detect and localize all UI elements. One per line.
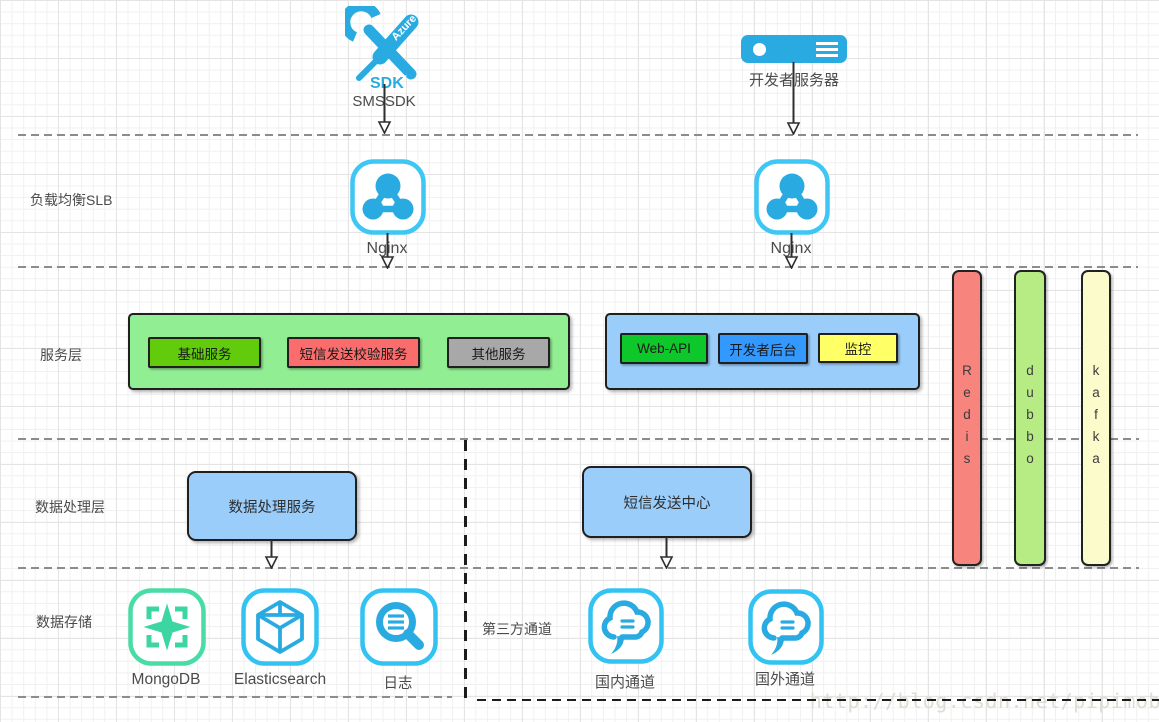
middleware-bar-redis: Redis — [952, 270, 982, 566]
layer-divider-4 — [18, 567, 1139, 569]
service-sms-verify: 短信发送校验服务 — [287, 337, 420, 368]
layer-divider-3 — [18, 438, 1139, 440]
third-party-bottom-divider — [477, 699, 1159, 702]
domestic-channel-label: 国内通道 — [594, 674, 655, 691]
server-vent-line — [816, 48, 838, 51]
arrow-processing-to-storage — [264, 540, 279, 569]
data-processing-service-box: 数据处理服务 — [187, 471, 357, 541]
service-other-label: 其他服务 — [471, 346, 526, 362]
service-dev-console: 开发者后台 — [718, 333, 808, 364]
service-other: 其他服务 — [447, 337, 550, 368]
elasticsearch-icon — [241, 588, 319, 666]
log-label: 日志 — [383, 676, 413, 692]
service-web-api: Web-API — [620, 333, 708, 364]
middleware-bar-dubbo: dubbo — [1014, 270, 1046, 566]
service-web-api-label: Web-API — [637, 341, 691, 356]
vertical-divider — [464, 440, 467, 700]
service-basic: 基础服务 — [148, 337, 261, 368]
elasticsearch-label: Elasticsearch — [233, 671, 327, 688]
arrow-server-to-slb — [786, 62, 801, 135]
layer-divider-5 — [18, 696, 452, 698]
layer-label-third-party: 第三方通道 — [482, 621, 552, 637]
arrow-sdk-to-slb — [377, 84, 392, 134]
layer-label-processing: 数据处理层 — [35, 499, 105, 515]
foreign-channel-label: 国外通道 — [754, 671, 815, 688]
service-monitor-label: 监控 — [844, 342, 872, 357]
nginx-icon — [754, 159, 830, 235]
log-icon — [360, 588, 438, 666]
layer-label-storage: 数据存储 — [36, 614, 92, 630]
domestic-channel-icon — [588, 588, 664, 664]
service-basic-label: 基础服务 — [177, 346, 232, 362]
layer-label-slb: 负载均衡SLB — [30, 192, 113, 208]
foreign-channel-icon — [748, 589, 824, 665]
service-dev-console-label: 开发者后台 — [729, 342, 797, 358]
sdk-tools-icon: Azure SDK — [345, 6, 419, 92]
service-monitor: 监控 — [818, 333, 898, 363]
arrow-center-to-channels — [659, 537, 674, 569]
sms-send-center-box: 短信发送中心 — [582, 466, 752, 538]
nginx-icon — [350, 159, 426, 235]
arrow-nginx-right — [784, 233, 799, 269]
server-vent-line — [816, 54, 838, 57]
data-processing-service-label: 数据处理服务 — [228, 499, 316, 516]
dubbo-label: dubbo — [1022, 363, 1038, 473]
mongodb-label: MongoDB — [131, 671, 201, 688]
server-vent-line — [816, 42, 838, 45]
layer-label-service: 服务层 — [40, 347, 82, 363]
sms-send-center-label: 短信发送中心 — [623, 495, 711, 512]
redis-label: Redis — [959, 363, 975, 473]
middleware-bar-kafka: kafka — [1081, 270, 1111, 566]
arrow-nginx-left — [380, 233, 395, 269]
layer-divider-2 — [18, 266, 1138, 268]
mongodb-icon — [128, 588, 206, 666]
layer-divider-1 — [18, 134, 1138, 136]
kafka-label: kafka — [1088, 363, 1104, 473]
sdk-icon-text: SDK — [370, 75, 404, 92]
service-sms-verify-label: 短信发送校验服务 — [299, 346, 408, 362]
server-led-dot — [753, 43, 766, 56]
developer-server-icon — [741, 35, 847, 63]
